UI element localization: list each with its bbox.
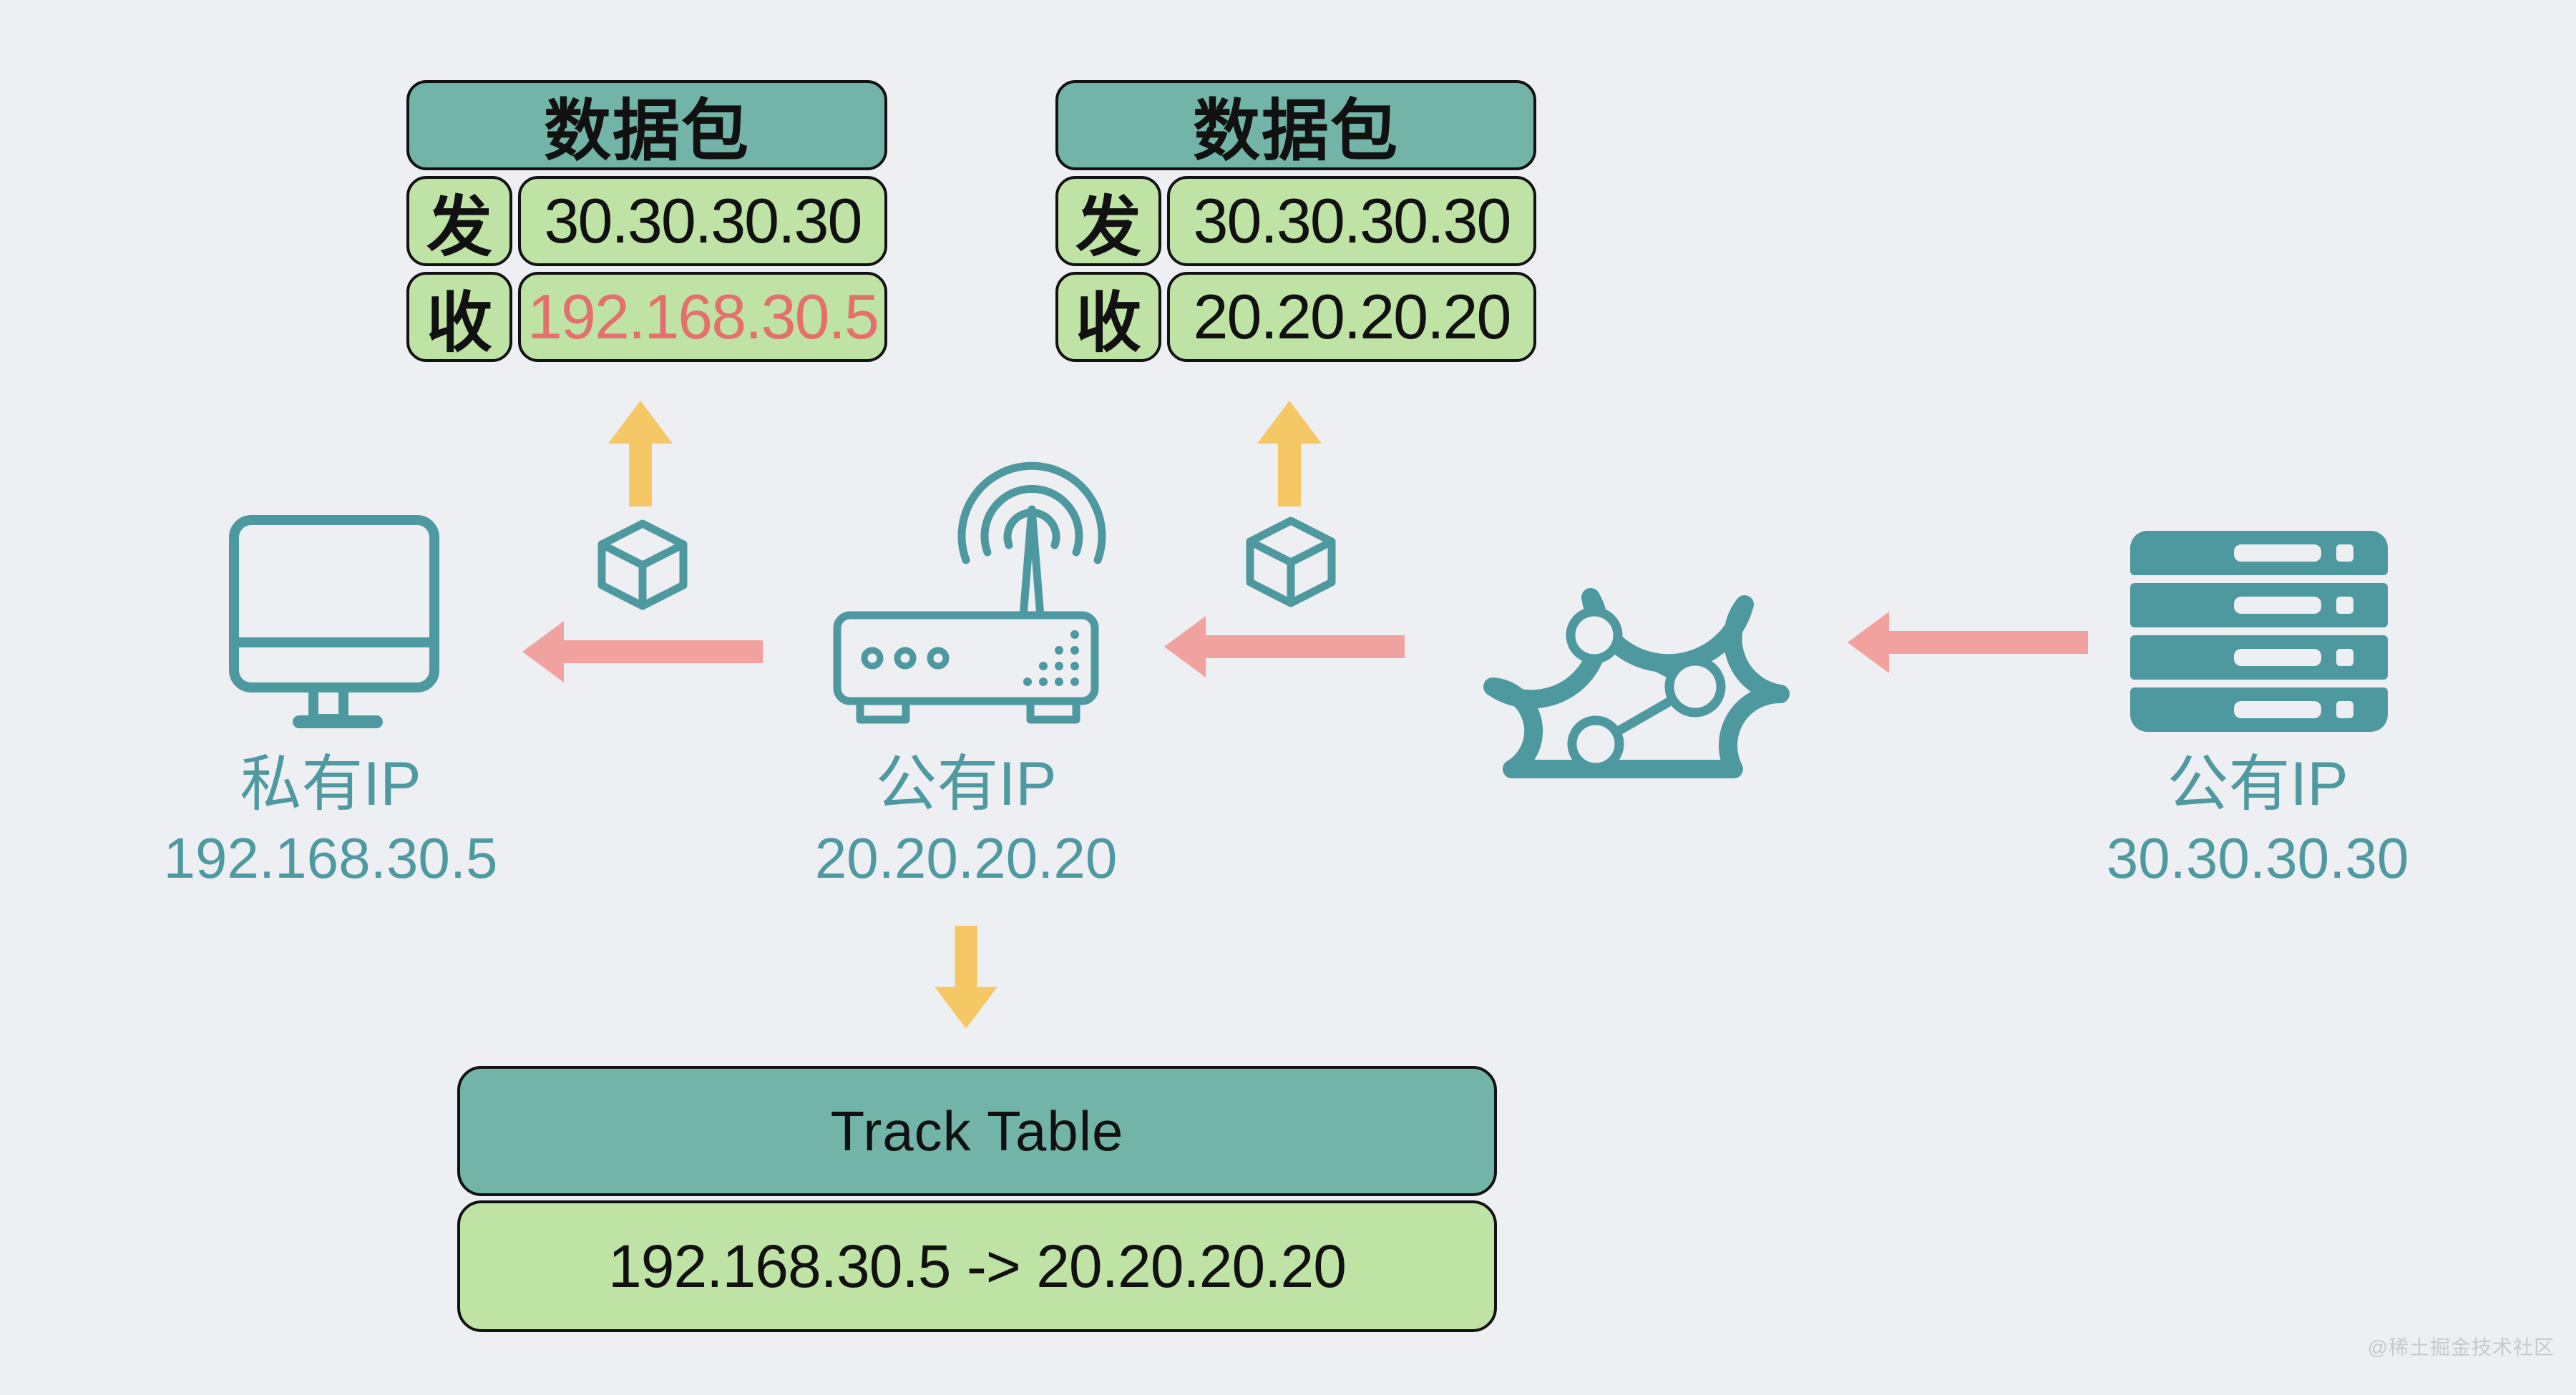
- packet-table-right-title: 数据包: [1192, 93, 1399, 168]
- router-vent-dots: [1023, 630, 1079, 686]
- packet-table-left-header: 数据包: [406, 80, 887, 170]
- packet-cube-icon: [1246, 517, 1336, 607]
- server-icon: [2130, 531, 2388, 732]
- server-label: 公有IP 30.30.30.30: [2106, 750, 2409, 890]
- left-arrow-icon: [1848, 612, 2088, 673]
- desktop-computer-icon: [229, 515, 439, 728]
- packet-left-send-value-cell: 30.30.30.30: [518, 176, 887, 266]
- computer-label: 私有IP 192.168.30.5: [163, 750, 498, 890]
- track-table-header: Track Table: [457, 1066, 1497, 1196]
- router-label: 公有IP 20.20.20.20: [814, 750, 1118, 890]
- packet-right-recv-label-cell: 收: [1055, 272, 1161, 362]
- watermark: @稀土掘金技术社区: [2367, 1336, 2555, 1359]
- packet-left-recv-value-cell: 192.168.30.5: [518, 272, 887, 362]
- packet-left-send-label-cell: 发: [406, 176, 512, 266]
- left-arrow-icon: [522, 621, 763, 682]
- left-arrow-icon: [1164, 616, 1405, 677]
- up-arrow-icon: [1257, 401, 1322, 506]
- packet-right-send-label-cell: 发: [1055, 176, 1161, 266]
- packet-cube-icon: [597, 519, 688, 610]
- down-arrow-icon: [935, 925, 997, 1029]
- packet-table-left-title: 数据包: [543, 93, 750, 168]
- up-arrow-icon: [608, 401, 673, 506]
- packet-right-recv-value-cell: 20.20.20.20: [1167, 272, 1536, 362]
- track-table-row: 192.168.30.5 -> 20.20.20.20: [457, 1200, 1497, 1332]
- share-network-icon: [1566, 607, 1726, 773]
- track-table-entry: 192.168.30.5 -> 20.20.20.20: [608, 1232, 1347, 1300]
- packet-table-right-header: 数据包: [1055, 80, 1536, 170]
- internet-cloud-icon: [1483, 588, 1790, 778]
- wifi-router-icon: [833, 461, 1106, 724]
- packet-right-send-value-cell: 30.30.30.30: [1167, 176, 1536, 266]
- track-table-title: Track Table: [830, 1099, 1124, 1162]
- packet-left-recv-label-cell: 收: [406, 272, 512, 362]
